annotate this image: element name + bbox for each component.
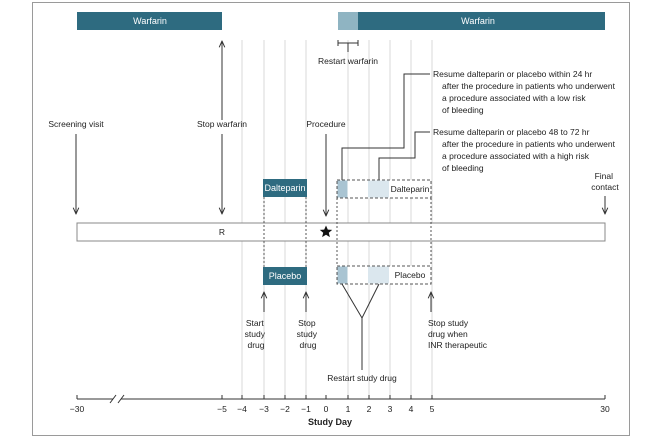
tick-label: 5 bbox=[430, 404, 435, 414]
tick-label: −2 bbox=[280, 404, 290, 414]
resume-low-connector bbox=[341, 73, 430, 180]
dalteparin-box-label: Dalteparin bbox=[264, 183, 305, 193]
day-gridlines bbox=[241, 40, 433, 398]
warfarin-right-label: Warfarin bbox=[461, 16, 495, 26]
tick-label: −1 bbox=[301, 404, 311, 414]
placebo-box-label: Placebo bbox=[269, 271, 302, 281]
restart-warfarin-bracket bbox=[337, 40, 359, 52]
resume-high-connector bbox=[378, 131, 430, 180]
dalteparin-low-risk-fill bbox=[337, 180, 348, 198]
tick-label: 0 bbox=[324, 404, 329, 414]
placebo-box bbox=[263, 267, 307, 285]
dalteparin-high-risk-fill bbox=[368, 180, 389, 198]
placebo-post-label: Placebo bbox=[395, 270, 426, 280]
x-axis-ticks: −30 −5 −4 −3 −2 −1 0 1 2 3 4 5 30 bbox=[70, 404, 610, 414]
dalteparin-post-label: Dalteparin bbox=[391, 184, 430, 194]
postprocedure-bracket bbox=[336, 198, 432, 266]
restart-warfarin-label: Restart warfarin bbox=[318, 56, 378, 66]
timeline-bar bbox=[76, 222, 606, 242]
placebo-high-risk-fill bbox=[368, 266, 389, 284]
procedure-label: Procedure bbox=[306, 119, 345, 129]
screening-visit-label: Screening visit bbox=[48, 119, 104, 129]
stop-when-inr-label: Stop study drug when INR therapeutic bbox=[428, 318, 488, 350]
placebo-low-risk-fill bbox=[337, 266, 348, 284]
final-contact-label: Final contact bbox=[591, 171, 619, 192]
tick-label: −4 bbox=[237, 404, 247, 414]
tick-label: 1 bbox=[346, 404, 351, 414]
stop-warfarin-label: Stop warfarin bbox=[197, 119, 247, 129]
x-axis-title: Study Day bbox=[308, 417, 352, 427]
x-axis bbox=[76, 394, 606, 404]
randomization-label: R bbox=[219, 227, 225, 237]
tick-label: −5 bbox=[217, 404, 227, 414]
tick-label: 2 bbox=[367, 404, 372, 414]
tick-label: −30 bbox=[70, 404, 85, 414]
tick-label: −3 bbox=[259, 404, 269, 414]
stop-study-drug-label: Stop study drug bbox=[297, 318, 320, 350]
tick-label: 3 bbox=[388, 404, 393, 414]
warfarin-bar-right bbox=[358, 12, 605, 30]
tick-label: 4 bbox=[409, 404, 414, 414]
tick-label: 30 bbox=[600, 404, 610, 414]
procedure-star-icon bbox=[319, 225, 333, 238]
warfarin-bar-left bbox=[77, 12, 222, 30]
warfarin-left-label: Warfarin bbox=[133, 16, 167, 26]
start-study-drug-label: Start study drug bbox=[245, 318, 268, 350]
resume-low-risk-text: Resume dalteparin or placebo within 24 h… bbox=[433, 69, 617, 115]
restart-study-drug-label: Restart study drug bbox=[327, 373, 397, 383]
dalteparin-box bbox=[263, 179, 307, 197]
figure-frame bbox=[32, 2, 630, 436]
resume-high-risk-text: Resume dalteparin or placebo 48 to 72 hr… bbox=[433, 127, 617, 173]
warfarin-restart-segment bbox=[338, 12, 358, 30]
